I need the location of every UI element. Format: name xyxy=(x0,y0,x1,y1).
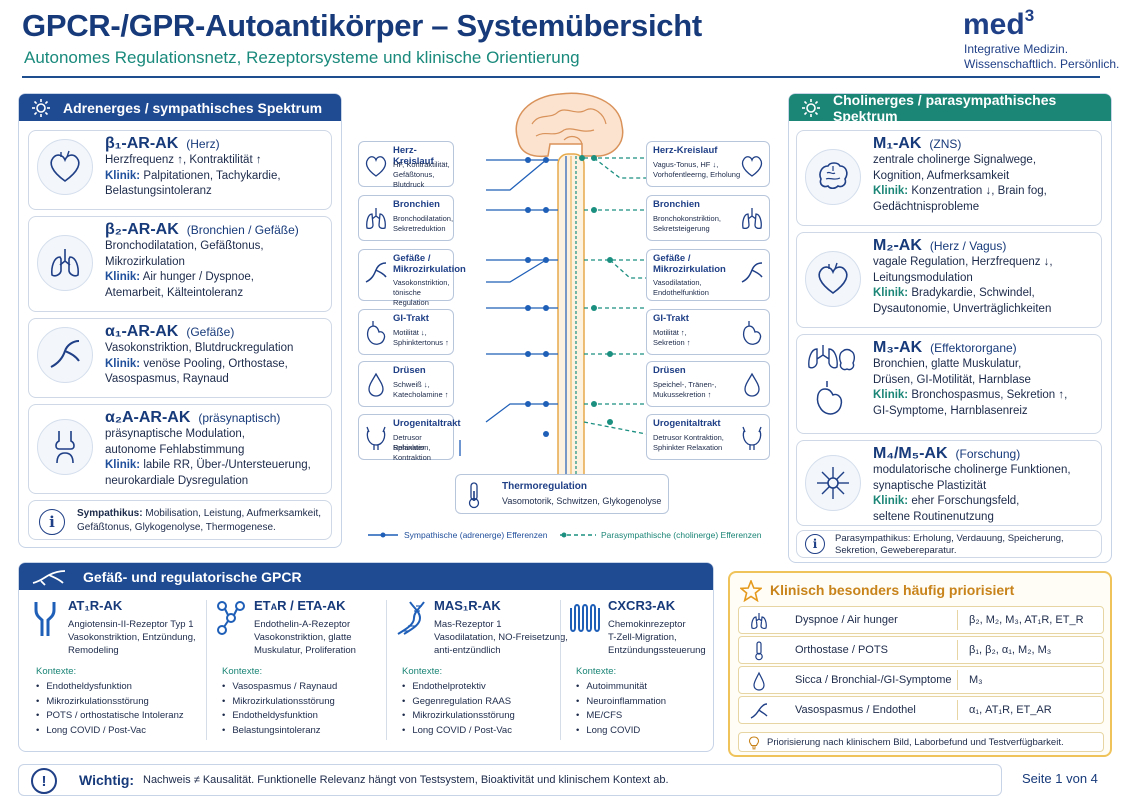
symp-box-bronchien: Bronchien Bronchodilatation, Sekretreduk… xyxy=(358,195,454,241)
nervous-system-diagram xyxy=(459,92,647,485)
para-box-gefaesse: Gefäße / Mikrozirkulation Vasodilatation… xyxy=(646,249,770,301)
para-box-heart: Herz-Kreislauf Vagus-Tonus, HF ↓, Vorhof… xyxy=(646,141,770,187)
receptor-icon xyxy=(34,602,56,636)
heart-icon xyxy=(37,139,93,195)
page-title: GPCR-/GPR-Autoantikörper – Systemübersic… xyxy=(22,8,702,43)
prio-row-vasospasmus: Vasospasmus / Endothel α₁, AT₁R, ET_AR xyxy=(738,696,1104,724)
brain-illustration xyxy=(515,92,624,158)
thermometer-icon xyxy=(468,482,480,509)
molecule-icon xyxy=(217,601,245,635)
legend-para-label: Parasympathische (cholinerge) Efferenzen xyxy=(601,530,762,540)
heart-icon xyxy=(741,156,763,177)
brand-logo: med3 xyxy=(963,6,1035,41)
neuron-icon xyxy=(805,455,861,511)
synapse-icon xyxy=(37,419,93,475)
para-box-gi: GI-Trakt Motilität ↑, Sekretion ↑ xyxy=(646,309,770,355)
card-m1: M₁-AK(ZNS) zentrale cholinerge Signalweg… xyxy=(796,130,1102,226)
drop-icon xyxy=(368,372,384,397)
brain-icon xyxy=(805,149,861,205)
stomach-icon xyxy=(366,321,386,345)
thermoregulation-box: Thermoregulation Vasomotorik, Schwitzen,… xyxy=(455,474,669,514)
dna-icon xyxy=(397,601,425,635)
legend-symp-label: Sympathische (adrenerge) Efferenzen xyxy=(404,530,548,540)
vessel-icon xyxy=(750,703,768,719)
prio-panel xyxy=(728,571,1112,757)
card-alpha1: α₁-AR-AK(Gefäße) Vasokonstriktion, Blutd… xyxy=(28,318,332,398)
info-icon: i xyxy=(805,534,825,554)
sun-icon xyxy=(802,99,820,117)
heart-icon xyxy=(805,251,861,307)
membrane-icon xyxy=(570,604,600,632)
card-m2: M₂-AK(Herz / Vagus) vagale Regulation, H… xyxy=(796,232,1102,328)
heart-icon xyxy=(365,156,387,177)
vessel-icon xyxy=(37,327,93,383)
vessel-icon xyxy=(741,262,763,283)
star-icon xyxy=(740,580,762,602)
card-beta1: β₁-AR-AK(Herz) Herzfrequenz ↑, Kontrakti… xyxy=(28,130,332,210)
prio-row-orthostase: Orthostase / POTS β₁, β₂, α₁, M₂, M₃ xyxy=(738,636,1104,664)
legend-symp-line xyxy=(368,532,398,538)
adrenerg-panel-header: Adrenerges / sympathisches Spektrum xyxy=(19,94,341,121)
page-subtitle: Autonomes Regulationsnetz, Rezeptorsyste… xyxy=(24,48,580,67)
lungs-icon xyxy=(742,208,762,230)
lungs-icon xyxy=(751,613,767,629)
vessel-icon xyxy=(365,262,387,283)
card-m3: M₃-AK(Effektororgane) Bronchien, glatte … xyxy=(796,334,1102,434)
card-m4m5: M₄/M₅-AK(Forschung) modulatorische choli… xyxy=(796,440,1102,526)
bladder-icon xyxy=(366,426,386,450)
cholinerg-panel-header: Cholinerges / parasympathisches Spektrum xyxy=(789,91,1111,124)
symp-box-urogenital: Urogenitaltrakt Detrusor Relaxation, Sph… xyxy=(358,414,461,462)
parasympathikus-info: i Parasympathikus: Erholung, Verdauung, … xyxy=(796,530,1102,558)
legend-para-line xyxy=(560,532,596,538)
lungs-icon xyxy=(366,208,386,230)
drop-icon xyxy=(753,671,765,691)
exclamation-icon: ! xyxy=(31,768,57,794)
column-divider xyxy=(386,600,387,740)
column-divider xyxy=(206,600,207,740)
symp-box-gi: GI-Trakt Motilität ↓, Sphinktertonus ↑ xyxy=(358,309,454,355)
bladder-icon xyxy=(742,426,762,450)
column-divider xyxy=(560,600,561,740)
card-alpha2a: α₂A-AR-AK(präsynaptisch) präsynaptische … xyxy=(28,404,332,494)
vessel-icon xyxy=(32,570,66,586)
footer-warning: ! Wichtig: Nachweis ≠ Kausalität. Funkti… xyxy=(18,764,1002,796)
stomach-icon xyxy=(742,321,762,345)
prio-row-sicca: Sicca / Bronchial-/GI-Symptome M₃ xyxy=(738,666,1104,694)
gpcr-panel-header: Gefäß- und regulatorische GPCR xyxy=(19,563,713,590)
prio-row-dyspnoe: Dyspnoe / Air hunger β₂, M₂, M₃, AT₁R, E… xyxy=(738,606,1104,634)
lungs-icon xyxy=(37,235,93,291)
organs-icon xyxy=(803,343,863,427)
prio-note: Priorisierung nach klinischem Bild, Labo… xyxy=(738,732,1104,752)
para-box-bronchien: Bronchien Bronchokonstriktion, Sekretste… xyxy=(646,195,770,241)
sun-icon xyxy=(32,99,50,117)
symp-box-druesen: Drüsen Schweiß ↓, Katecholamine ↑ xyxy=(358,361,454,407)
cholinerg-heading: Cholinerges / parasympathisches Spektrum xyxy=(833,91,1057,124)
page-number: Seite 1 von 4 xyxy=(1022,771,1098,786)
thermometer-icon xyxy=(755,641,763,661)
sympathikus-info: i Sympathikus: Mobilisation, Leistung, A… xyxy=(28,500,332,540)
card-beta2: β₂-AR-AK(Bronchien / Gefäße) Bronchodila… xyxy=(28,216,332,312)
para-box-urogenital: Urogenitaltrakt Detrusor Kontraktion, Sp… xyxy=(646,414,770,460)
para-box-druesen: Drüsen Speichel-, Tränen-, Mukussekretio… xyxy=(646,361,770,407)
adrenerg-heading: Adrenerges / sympathisches Spektrum xyxy=(63,99,323,116)
brand-tagline: Integrative Medizin.Wissenschaftlich. Pe… xyxy=(964,42,1120,71)
drop-icon xyxy=(744,372,760,397)
symp-box-gefaesse: Gefäße / Mikrozirkulation Vasokonstrikti… xyxy=(358,249,466,307)
header-divider xyxy=(22,76,1100,78)
prio-heading: Klinisch besonders häufig priorisiert xyxy=(770,582,1015,598)
lightbulb-icon xyxy=(748,736,760,750)
info-icon: i xyxy=(39,509,65,535)
card-title: β₁-AR-AK(Herz) xyxy=(105,135,220,152)
symp-box-heart: Herz-Kreislauf HF, Kontraktilität, Gefäß… xyxy=(358,141,454,189)
